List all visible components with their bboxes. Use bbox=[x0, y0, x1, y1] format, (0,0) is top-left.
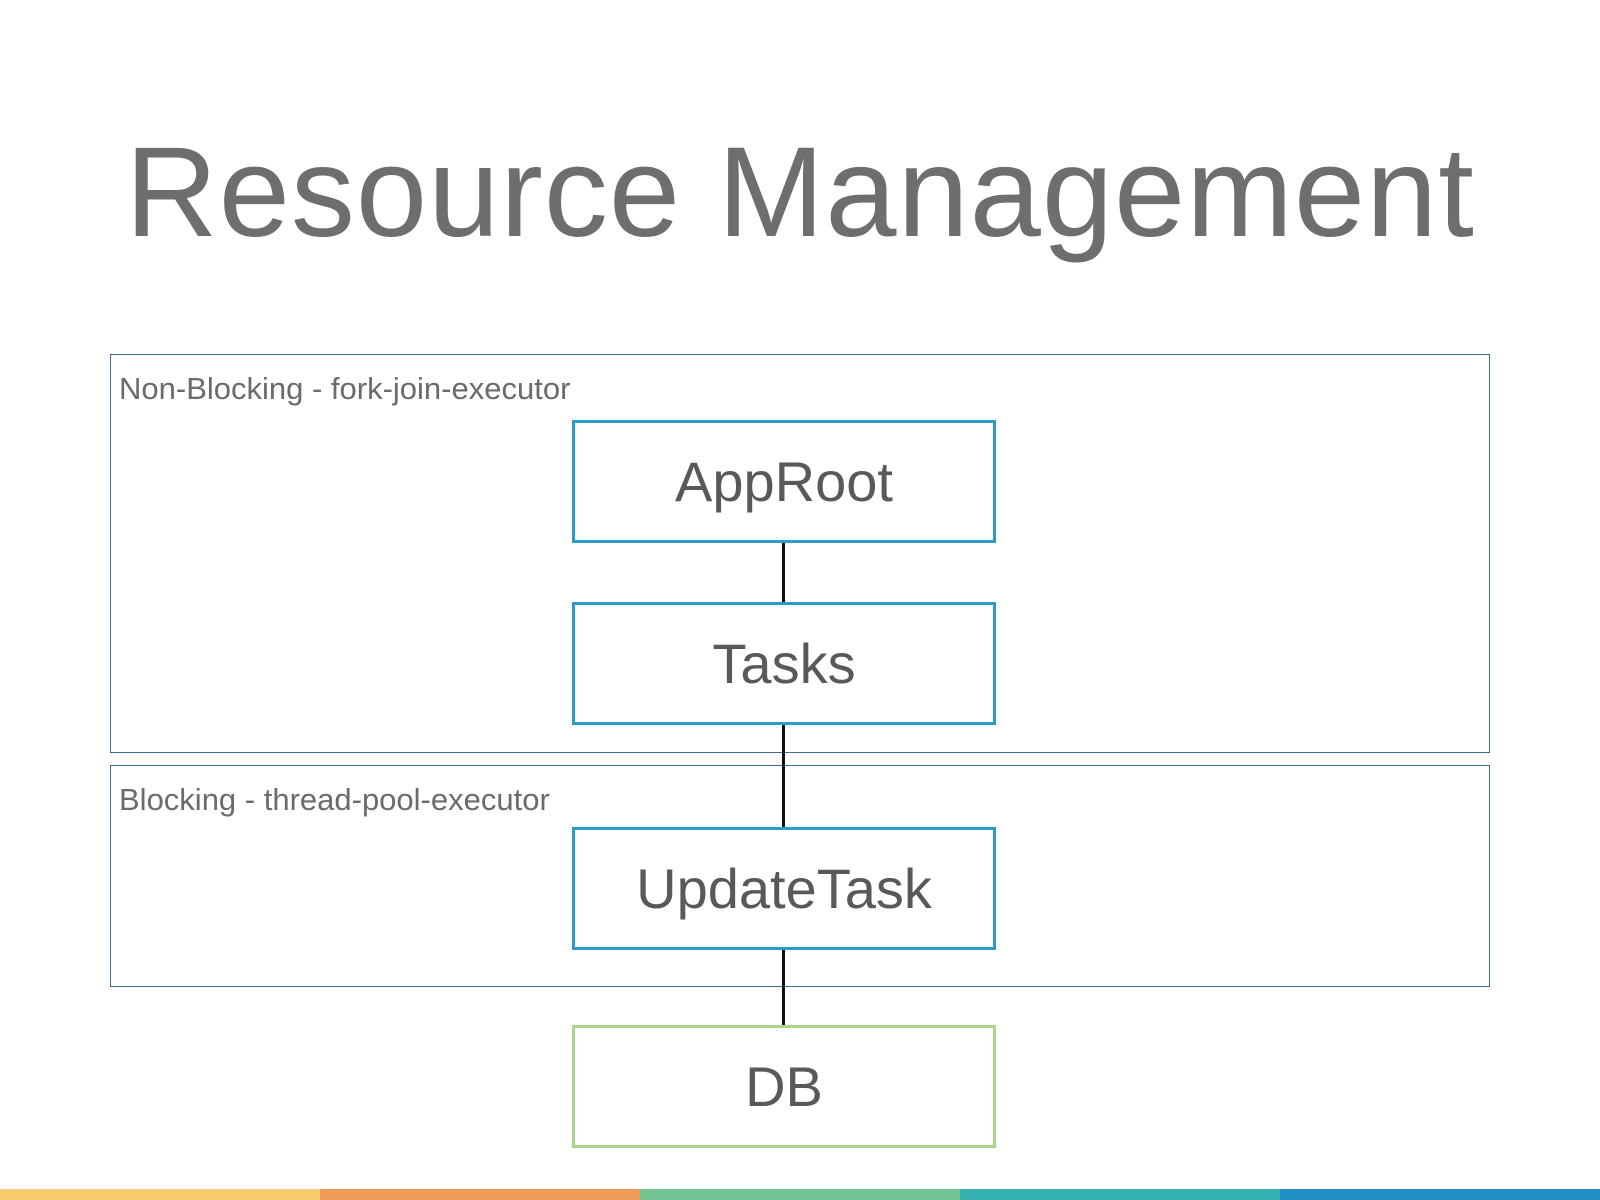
footer-color-bar bbox=[0, 1189, 1600, 1200]
tasks-node: Tasks bbox=[572, 602, 996, 725]
footer-color-segment bbox=[640, 1189, 960, 1200]
non-blocking-region-label: Non-Blocking - fork-join-executor bbox=[119, 371, 571, 406]
tasks-node-label: Tasks bbox=[712, 632, 856, 695]
footer-color-segment bbox=[0, 1189, 320, 1200]
connector-tasks-updatetask bbox=[782, 724, 785, 828]
footer-color-segment bbox=[960, 1189, 1280, 1200]
updatetask-node: UpdateTask bbox=[572, 827, 996, 950]
slide-title: Resource Management bbox=[125, 121, 1475, 264]
blocking-region-label: Blocking - thread-pool-executor bbox=[119, 782, 550, 817]
connector-approot-tasks bbox=[782, 542, 785, 604]
blocking-region: Blocking - thread-pool-executor bbox=[110, 765, 1490, 987]
approot-node-label: AppRoot bbox=[675, 450, 893, 513]
approot-node: AppRoot bbox=[572, 420, 996, 543]
connector-updatetask-db bbox=[782, 949, 785, 1027]
non-blocking-region: Non-Blocking - fork-join-executor bbox=[110, 354, 1490, 753]
updatetask-node-label: UpdateTask bbox=[636, 857, 932, 920]
footer-color-segment bbox=[1280, 1189, 1600, 1200]
db-node: DB bbox=[572, 1025, 996, 1148]
footer-color-segment bbox=[320, 1189, 640, 1200]
db-node-label: DB bbox=[745, 1055, 823, 1118]
